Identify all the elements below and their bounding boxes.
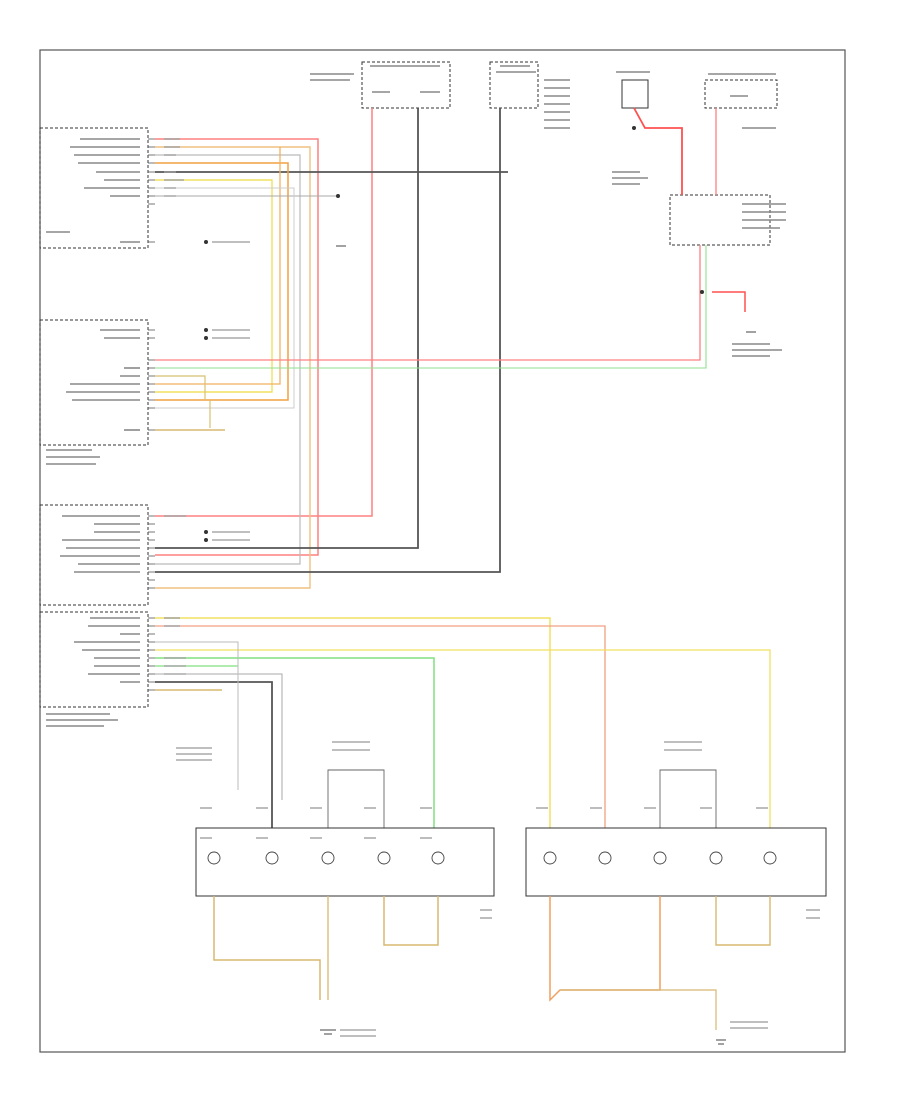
wire-yellow-orange [155,147,281,385]
wire-red-hazard-out [712,291,746,312]
wire-yellow-1 [155,179,273,393]
wire-gray-splice-left [327,769,385,828]
bulb-right-1 [543,851,557,865]
left-lamp-assembly [195,827,495,897]
front-module [39,504,149,606]
wire-red-main [155,138,319,556]
ground-symbols [320,245,756,1045]
lamp-control-module [39,611,149,708]
wire-green-left [155,657,435,828]
bulb-left-5 [431,851,445,865]
module-label-marks [46,138,140,727]
wire-gray-low2 [155,641,239,790]
wire-yellow-far [155,649,771,828]
wire-tag-marks [164,138,820,1037]
wire-gray-splice-right [659,769,717,828]
wire-yellow-right [155,617,551,828]
diagram-frame [39,49,846,1053]
right-bulbs [543,851,777,865]
wire-black-runfuse [155,108,501,573]
hot-at-all-times-fuse-box-2 [704,79,778,109]
wire-green-hazard [155,245,707,369]
center-module [39,319,149,446]
wire-ground-left [213,896,321,1000]
hot-in-run-fuse-box [489,61,539,109]
wire-orange-right [155,625,606,828]
wire-gray-2 [155,187,295,409]
wire-black-low [155,681,273,828]
wire-black-fuse [155,108,419,549]
fuse-label-marks [310,65,786,357]
bulb-right-5 [763,851,777,865]
wire-red-hazard-switch [633,107,683,195]
bulb-left-2 [265,851,279,865]
hazard-switch-box [621,79,649,109]
wire-red-fuse [155,108,373,517]
bulb-left-3 [321,851,335,865]
bulb-left-1 [207,851,221,865]
bulb-left-4 [377,851,391,865]
wire-ground-right [549,896,661,1002]
bulb-right-3 [653,851,667,865]
wire-red-hazard [155,245,701,361]
hot-at-all-times-fuse-box [361,61,451,109]
wire-gray-low [155,673,283,800]
connector-dots [204,126,704,542]
wire-ground-right2 [715,896,771,946]
right-lamp-assembly [525,827,827,897]
module-pin-ticks [148,138,155,691]
wire-ground-left3 [383,896,439,946]
bulb-right-2 [598,851,612,865]
wire-orange-1 [155,162,289,401]
bulb-right-4 [709,851,723,865]
left-bulbs [207,851,445,865]
wire-ground-right3 [560,989,717,1030]
wire-yellow-short [155,375,211,428]
